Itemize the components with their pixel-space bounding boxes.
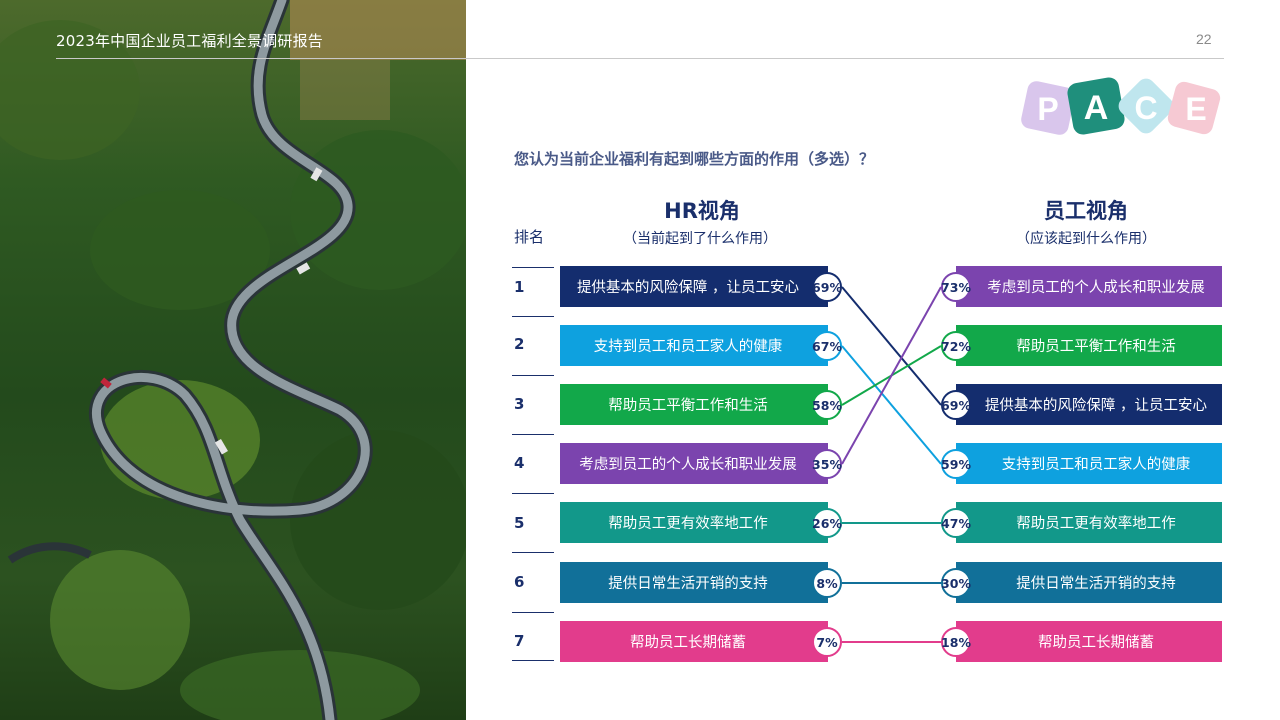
employee-item-bar: 考虑到员工的个人成长和职业发展 (956, 266, 1222, 307)
hr-percent-badge: 35% (812, 449, 842, 479)
employee-perspective-title: 员工视角 (1044, 199, 1128, 223)
connector-line (841, 286, 942, 406)
employee-percent-badge: 72% (941, 331, 971, 361)
rank-number: 6 (514, 573, 525, 591)
rank-header: 排名 (514, 228, 545, 246)
report-title: 2023年中国企业员工福利全景调研报告 (56, 32, 323, 50)
rank-number: 1 (514, 278, 525, 296)
rank-divider (512, 267, 554, 268)
rank-divider (512, 660, 554, 661)
rank-divider (512, 612, 554, 613)
hr-percent-badge: 8% (812, 568, 842, 598)
logo-tile-p (1021, 81, 1075, 135)
logo-tile-e (1167, 81, 1221, 135)
rank-divider (512, 552, 554, 553)
employee-item-bar: 支持到员工和员工家人的健康 (956, 443, 1222, 484)
logo-letter-c: C (1134, 90, 1157, 126)
employee-perspective-subtitle: （应该起到什么作用） (1016, 231, 1156, 247)
logo-tile-c (1118, 78, 1174, 134)
connector-line (841, 345, 942, 465)
logo-letter-e: E (1185, 91, 1206, 127)
hr-percent-badge: 58% (812, 390, 842, 420)
logo-letter-a: A (1084, 89, 1109, 127)
hr-perspective-title: HR视角 (664, 199, 740, 223)
forest-road-illustration (0, 0, 466, 720)
logo-letter-p: P (1037, 91, 1058, 127)
header-divider (56, 58, 1224, 59)
rank-number: 4 (514, 454, 525, 472)
employee-percent-badge: 59% (941, 449, 971, 479)
rank-number: 3 (514, 395, 525, 413)
employee-percent-badge: 18% (941, 627, 971, 657)
hr-item-bar: 提供基本的风险保障 ，让员工安心 (560, 266, 828, 307)
forest-road-photo (0, 0, 466, 720)
rank-divider (512, 493, 554, 494)
employee-percent-badge: 47% (941, 508, 971, 538)
hr-percent-badge: 67% (812, 331, 842, 361)
hr-item-bar: 帮助员工长期储蓄 (560, 621, 828, 662)
logo-tile-a (1067, 77, 1125, 135)
hr-percent-badge: 7% (812, 627, 842, 657)
rank-divider (512, 434, 554, 435)
employee-item-bar: 提供日常生活开销的支持 (956, 562, 1222, 603)
rank-number: 7 (514, 632, 525, 650)
hr-perspective-subtitle: （当前起到了什么作用） (623, 231, 777, 247)
connector-line (841, 345, 942, 406)
rank-number: 5 (514, 514, 525, 532)
hr-percent-badge: 26% (812, 508, 842, 538)
rank-divider (512, 316, 554, 317)
rank-divider (512, 375, 554, 376)
employee-item-bar: 帮助员工平衡工作和生活 (956, 325, 1222, 366)
hr-item-bar: 考虑到员工的个人成长和职业发展 (560, 443, 828, 484)
hr-item-bar: 提供日常生活开销的支持 (560, 562, 828, 603)
hr-item-bar: 支持到员工和员工家人的健康 (560, 325, 828, 366)
hr-percent-badge: 69% (812, 272, 842, 302)
hr-item-bar: 帮助员工平衡工作和生活 (560, 384, 828, 425)
employee-item-bar: 帮助员工更有效率地工作 (956, 502, 1222, 543)
employee-item-bar: 帮助员工长期储蓄 (956, 621, 1222, 662)
employee-item-bar: 提供基本的风险保障 ，让员工安心 (956, 384, 1222, 425)
connector-line (841, 286, 942, 465)
page-number: 22 (1196, 31, 1212, 47)
pace-logo: P A C E (1021, 77, 1221, 135)
hr-item-bar: 帮助员工更有效率地工作 (560, 502, 828, 543)
survey-question: 您认为当前企业福利有起到哪些方面的作用（多选）？ (514, 150, 875, 168)
rank-number: 2 (514, 335, 525, 353)
employee-percent-badge: 30% (941, 568, 971, 598)
employee-percent-badge: 73% (941, 272, 971, 302)
employee-percent-badge: 69% (941, 390, 971, 420)
